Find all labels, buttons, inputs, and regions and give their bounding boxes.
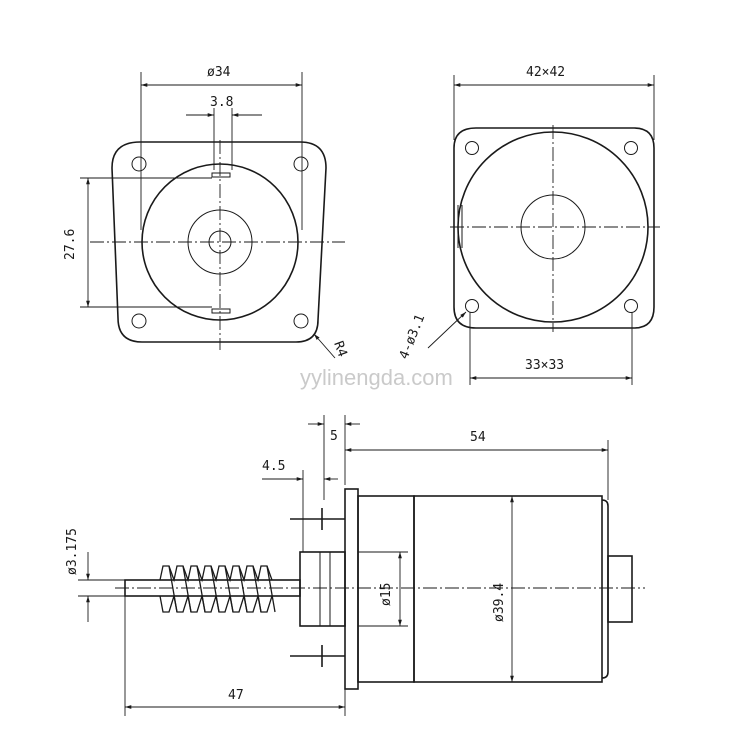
dim-33x33-label: 33×33	[525, 358, 564, 373]
rear-hole-bl	[465, 299, 479, 313]
rear-flange-outline	[453, 127, 655, 329]
side-view: 5 54 4.5 ø3.175 ø15 ø39.4 47	[65, 415, 645, 716]
front-view: ø34 3.8 27.6 R4	[63, 65, 350, 359]
dim-r4-label: R4	[330, 339, 350, 359]
worm-gear-helix-line	[210, 565, 220, 613]
side-rear-boss	[607, 555, 633, 623]
worm-gear-helix-line	[238, 565, 248, 613]
side-motor-body	[413, 495, 603, 683]
dim-dia39-label: ø39.4	[492, 583, 507, 622]
rear-hole-br	[624, 299, 638, 313]
dim-holes-label: 4-ø3.1	[397, 312, 429, 361]
dim-54-label: 54	[470, 430, 486, 445]
dim-dia15-label: ø15	[379, 583, 394, 606]
worm-gear-teeth	[159, 565, 273, 613]
front-flange-outline	[111, 141, 327, 343]
dim-shaft-dia-label: ø3.175	[65, 528, 80, 575]
worm-gear-helix-line	[168, 565, 178, 613]
dim-4-5-label: 4.5	[262, 459, 285, 474]
worm-gear-helix-line	[182, 565, 192, 613]
front-hole-br	[293, 313, 309, 329]
front-hole-tl	[131, 156, 147, 172]
dim-dia34-label: ø34	[207, 65, 231, 80]
dim-3-8-label: 3.8	[210, 95, 233, 110]
dim-42x42-label: 42×42	[526, 65, 565, 80]
front-terminal-bottom	[211, 308, 231, 314]
side-flange	[344, 488, 359, 690]
dim-5-label: 5	[330, 429, 338, 444]
worm-gear-helix-line	[252, 565, 262, 613]
rear-hole-tl	[465, 141, 479, 155]
dim-47-label: 47	[228, 688, 244, 703]
front-hole-tr	[293, 156, 309, 172]
front-terminal-top	[211, 172, 231, 178]
worm-gear-helix-line	[196, 565, 206, 613]
worm-gear-helix-line	[224, 565, 234, 613]
side-worm-gear	[159, 565, 276, 613]
side-rear-cap	[601, 499, 609, 679]
worm-gear-helix-line	[266, 565, 276, 613]
side-collar	[299, 551, 346, 627]
front-hole-bl	[131, 313, 147, 329]
watermark-text: yylinengda.com	[300, 365, 453, 390]
dim-27-6-label: 27.6	[63, 229, 78, 260]
rear-view: 42×42 33×33 4-ø3.1	[397, 65, 660, 385]
rear-hole-tr	[624, 141, 638, 155]
